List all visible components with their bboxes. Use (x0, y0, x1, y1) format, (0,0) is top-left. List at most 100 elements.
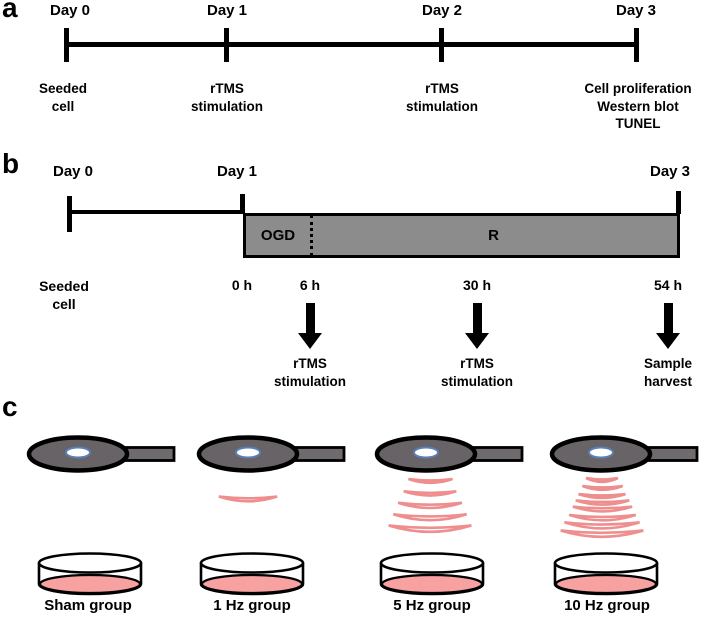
panel-c-letter: c (2, 391, 18, 422)
pulse-wave-arc-path (579, 494, 626, 498)
timeline-b-tick-day1 (240, 194, 245, 214)
pulse-wave-arc-icon (574, 498, 631, 508)
pulse-wave-arc-icon (391, 511, 469, 525)
petri-dish-icon (379, 552, 485, 596)
group-label-5hz: 5 Hz group (393, 597, 471, 614)
tms-coil-icon (374, 435, 524, 473)
pulse-wave-arc-path (404, 491, 457, 495)
panel-b-letter: b (2, 148, 20, 179)
petri-dish-icon (553, 552, 659, 596)
time-6h-label: 6 h (299, 277, 321, 293)
timeline-b-tick-day3 (676, 191, 681, 214)
time-54h-label: 54 h (653, 277, 682, 293)
pulse-wave-arc-icon (217, 494, 279, 505)
panel-a-day2-label: Day 2 (421, 2, 463, 19)
pulse-wave-arc-path (393, 514, 466, 520)
panel-a-letter: a (2, 0, 18, 23)
pulse-wave-arc-icon (585, 476, 619, 485)
pulse-wave-arc-path (561, 530, 644, 536)
panel-a-event-rtms-2: rTMS stimulation (405, 81, 478, 114)
dish-rim (379, 552, 485, 574)
pulse-wave-arc-path (219, 497, 277, 502)
dish-liquid (200, 573, 304, 595)
down-arrow-icon (298, 303, 322, 349)
dish-liquid (380, 573, 484, 595)
panel-b-day3-label: Day 3 (649, 163, 691, 180)
coil-center-window (588, 446, 614, 459)
group-label-10hz: 10 Hz group (564, 597, 650, 614)
pulse-wave-arc-path (408, 479, 452, 483)
pulse-wave-arc-path (582, 486, 622, 490)
dish-liquid (38, 573, 142, 595)
group-label-1hz: 1 Hz group (213, 597, 291, 614)
pulse-wave-arc-path (389, 525, 472, 531)
panel-b-event-rtms-2: rTMS stimulation (440, 356, 513, 389)
panel-a-event-assays: Cell proliferation Western blot TUNEL (584, 81, 692, 132)
arrow-shaft (472, 303, 482, 333)
pulse-wave-zone-sham (40, 468, 140, 550)
pulse-wave-arc-icon (567, 512, 638, 525)
arrow-shaft (663, 303, 673, 333)
timeline-a-tick-day1 (224, 28, 229, 62)
coil-handle (290, 446, 346, 462)
panel-b-seeded-cell-label: Seeded cell (39, 278, 89, 313)
tms-coil-icon (549, 435, 699, 473)
pulse-wave-arc-icon (407, 477, 454, 486)
dish-rim (199, 552, 305, 574)
ogd-label: OGD (260, 227, 296, 244)
pulse-wave-zone-10hz (552, 468, 652, 550)
timeline-b-line (69, 210, 245, 214)
coil-center-window (65, 446, 91, 459)
panel-a-day0-label: Day 0 (49, 2, 91, 19)
timeline-b-tick-day0 (67, 196, 72, 232)
pulse-wave-zone-1hz (198, 468, 298, 550)
ogd-reperfusion-bar: OGD R (243, 213, 680, 258)
pulse-wave-zone-5hz (380, 468, 480, 550)
dish-rim (37, 552, 143, 574)
pulse-wave-arc-path (398, 503, 462, 508)
pulse-wave-arc-icon (402, 489, 458, 499)
dish-rim (553, 552, 659, 574)
time-30h-label: 30 h (462, 277, 491, 293)
pulse-wave-arc-icon (558, 527, 646, 542)
down-arrow-icon (656, 303, 680, 349)
petri-dish-icon (199, 552, 305, 596)
ogd-end-dotted-divider (310, 215, 313, 256)
dish-liquid (554, 573, 658, 595)
tms-coil-icon (26, 435, 176, 473)
pulse-wave-arc-path (572, 507, 631, 512)
coil-center-window (413, 446, 439, 459)
down-arrow-icon (465, 303, 489, 349)
timeline-a-line (65, 42, 639, 47)
coil-handle (468, 446, 524, 462)
tms-coil-icon (196, 435, 346, 473)
panel-a-event-seeded-cell: Seeded cell (38, 81, 88, 114)
timeline-a-tick-day0 (64, 28, 69, 62)
group-label-sham: Sham group (44, 597, 132, 614)
arrow-head (656, 333, 680, 349)
pulse-wave-arc-icon (571, 504, 634, 515)
pulse-wave-arc-icon (396, 500, 464, 512)
pulse-wave-arc-icon (577, 492, 627, 501)
timeline-a-tick-day2 (439, 28, 444, 62)
panel-b-event-rtms-1: rTMS stimulation (273, 356, 346, 389)
coil-handle (643, 446, 699, 462)
panel-a-event-rtms-1: rTMS stimulation (190, 81, 263, 114)
coil-center-window (235, 446, 261, 459)
panel-a-day1-label: Day 1 (206, 2, 248, 19)
pulse-wave-arc-path (569, 515, 636, 520)
panel-b-day1-label: Day 1 (216, 163, 258, 180)
panel-b-event-sample-harvest: Sample harvest (643, 356, 693, 389)
pulse-wave-arc-path (564, 522, 639, 528)
timeline-a-tick-day3 (634, 28, 639, 62)
coil-handle (120, 446, 176, 462)
panel-a-day3-label: Day 3 (615, 2, 657, 19)
time-0h-label: 0 h (231, 277, 253, 293)
pulse-wave-arc-path (575, 500, 629, 504)
arrow-shaft (305, 303, 315, 333)
pulse-wave-arc-path (586, 478, 618, 482)
arrow-head (465, 333, 489, 349)
pulse-wave-arc-icon (386, 522, 474, 537)
panel-b-day0-label: Day 0 (52, 163, 94, 180)
